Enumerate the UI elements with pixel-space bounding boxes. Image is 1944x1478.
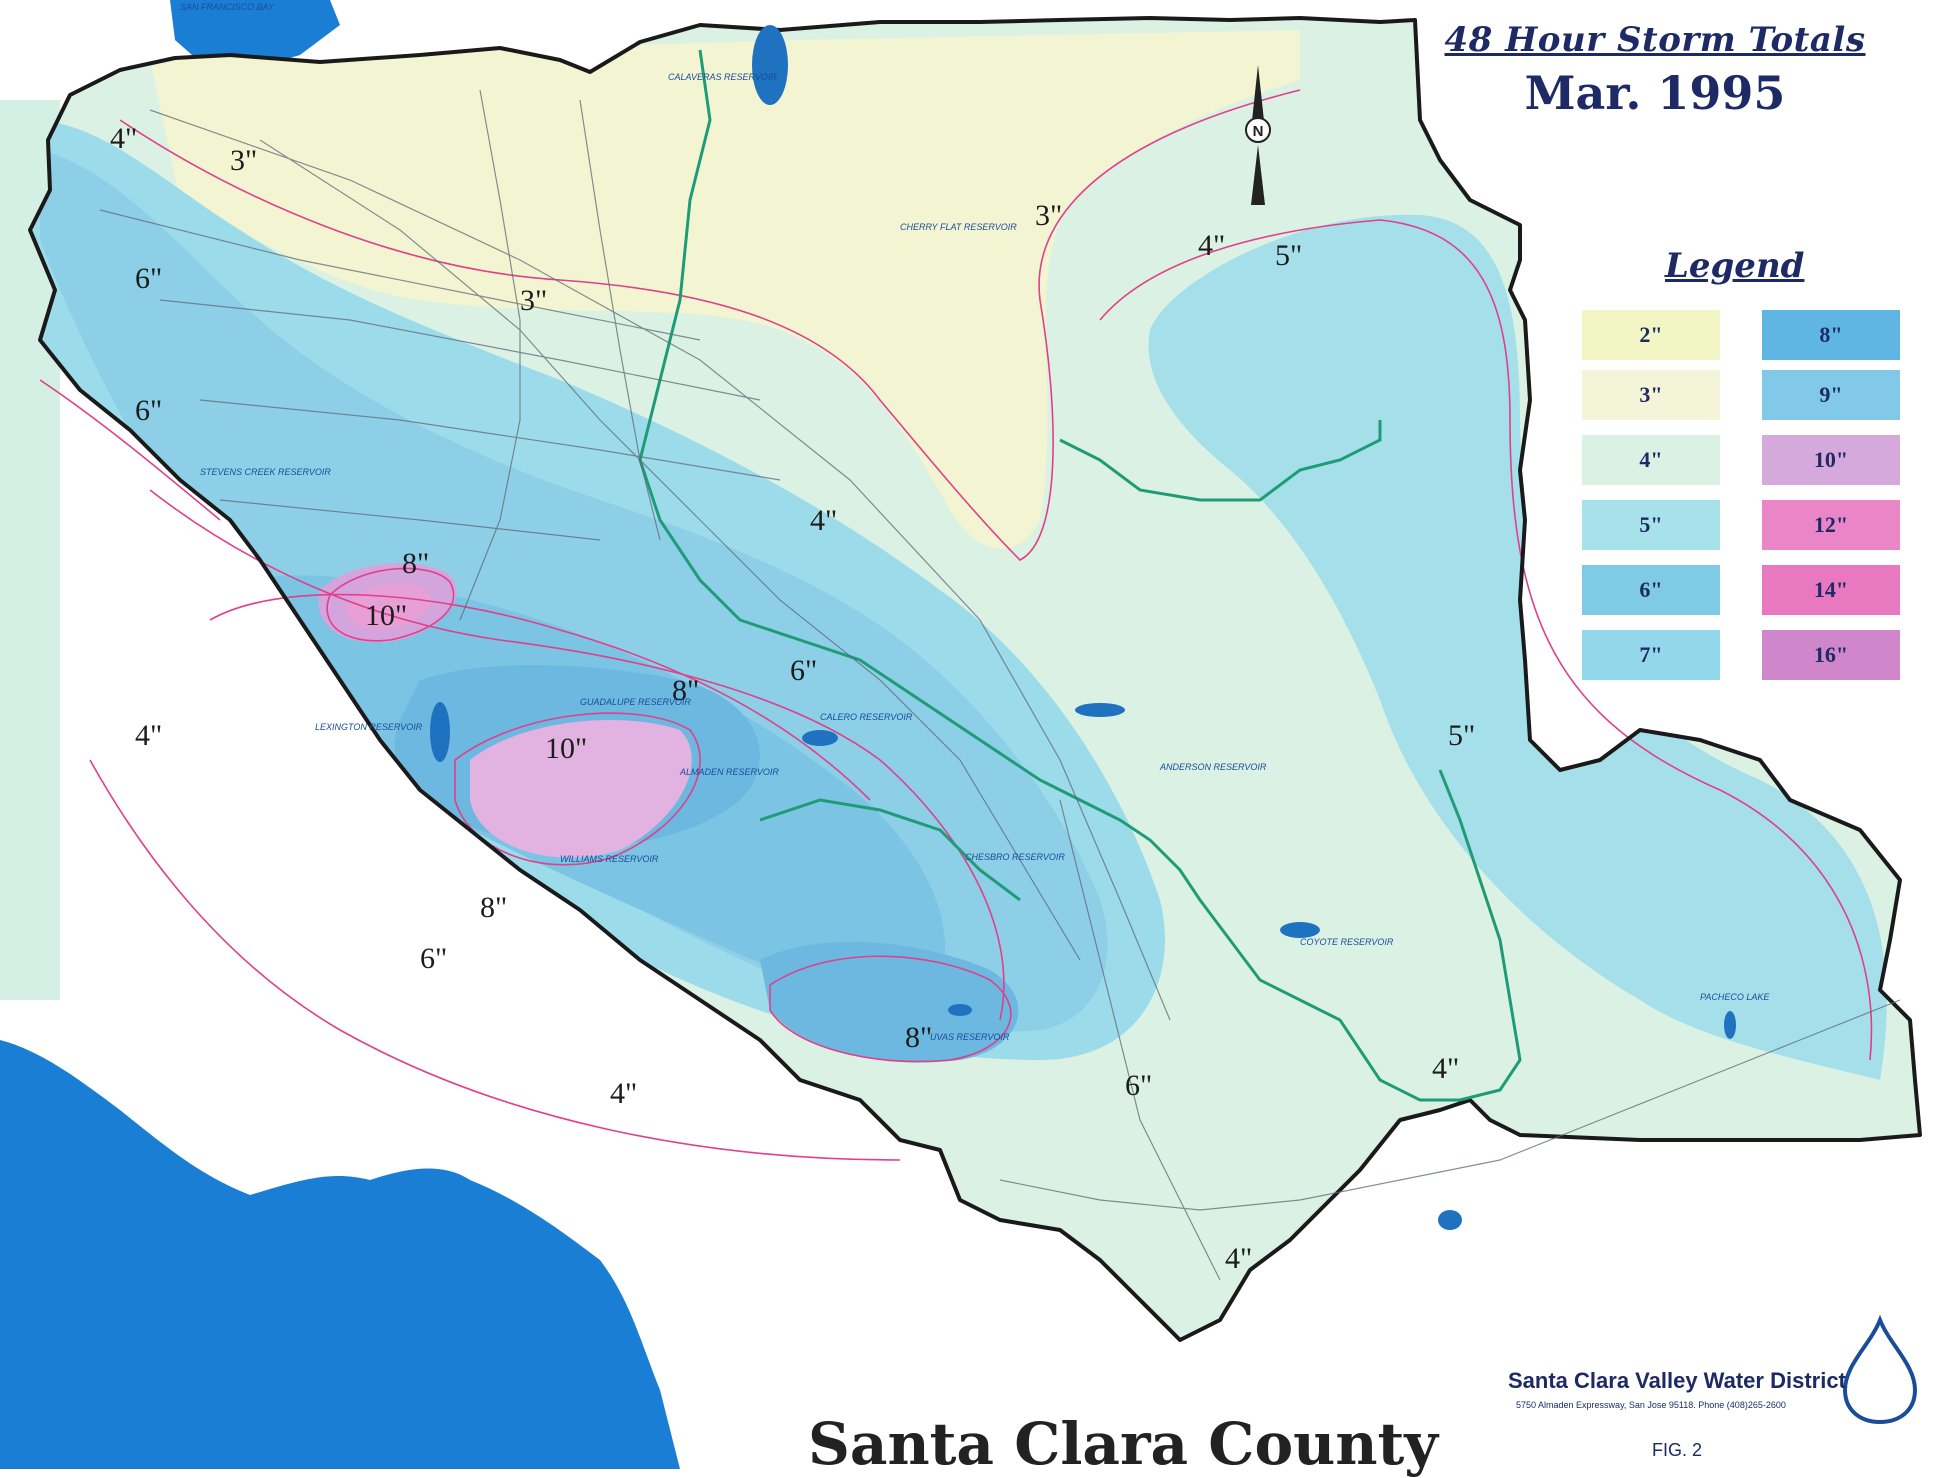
contour-label: 8" <box>402 547 429 580</box>
contour-label: 10" <box>365 599 407 632</box>
legend-swatch-9in: 9" <box>1762 370 1900 420</box>
place-label: COYOTE RESERVOIR <box>1300 937 1394 947</box>
legend-label: 8" <box>1819 322 1843 347</box>
legend-label: 10" <box>1813 447 1849 472</box>
title-line-1: 48 Hour Storm Totals <box>1444 20 1866 60</box>
calaveras-reservoir-shape <box>752 25 788 105</box>
legend-swatch-6in: 6" <box>1582 565 1720 615</box>
legend-label: 14" <box>1813 577 1849 602</box>
place-label: WILLIAMS RESERVOIR <box>560 854 659 864</box>
legend-label: 3" <box>1639 382 1663 407</box>
contour-label: 3" <box>1035 199 1062 232</box>
district-boundary <box>638 49 1522 1102</box>
contour-label: 3" <box>520 284 547 317</box>
place-label: CHERRY FLAT RESERVOIR <box>900 222 1017 232</box>
zone-8in-south <box>760 941 1019 1063</box>
anderson-reservoir-shape <box>1075 703 1125 717</box>
contour-label: 4" <box>1225 1242 1252 1275</box>
contour-label: 3" <box>230 144 257 177</box>
calero-reservoir-shape <box>802 730 838 746</box>
legend-label: 4" <box>1639 447 1663 472</box>
place-label: STEVENS CREEK RESERVOIR <box>200 467 331 477</box>
place-label: ANDERSON RESERVOIR <box>1159 762 1267 772</box>
legend-swatch-14in: 14" <box>1762 565 1900 615</box>
san-felipe-lake-shape <box>1438 1210 1462 1230</box>
place-label: ALMADEN RESERVOIR <box>679 767 779 777</box>
county-label: Santa Clara County <box>808 1410 1438 1478</box>
contour-label: 4" <box>810 504 837 537</box>
legend-title: Legend <box>1665 246 1805 286</box>
legend-label: 9" <box>1819 382 1843 407</box>
contour-label: 6" <box>135 262 162 295</box>
legend-swatch-7in: 7" <box>1582 630 1720 680</box>
contour-label: 4" <box>610 1077 637 1110</box>
contour-label: 5" <box>1275 239 1302 272</box>
road-network <box>99 89 1901 1281</box>
legend-swatch-5in: 5" <box>1582 500 1720 550</box>
pacific-ocean <box>0 1040 680 1469</box>
place-label: GUADALUPE RESERVOIR <box>580 697 691 707</box>
legend-label: 5" <box>1639 512 1663 537</box>
uvas-reservoir-shape <box>948 1004 972 1016</box>
place-label: LEXINGTON RESERVOIR <box>315 722 423 732</box>
contour-label: 6" <box>790 654 817 687</box>
legend-label: 16" <box>1813 642 1849 667</box>
place-label: PACHECO LAKE <box>1700 992 1770 1002</box>
title-line-2: Mar. 1995 <box>1524 66 1786 120</box>
legend-swatch-16in: 16" <box>1762 630 1900 680</box>
north-arrow-label: N <box>1253 123 1264 140</box>
county-border <box>28 16 1922 1342</box>
contour-label: 6" <box>135 394 162 427</box>
contour-label: 5" <box>1448 719 1475 752</box>
legend-label: 2" <box>1639 322 1663 347</box>
zone-10in-mid <box>470 720 692 858</box>
contour-label: 6" <box>1125 1069 1152 1102</box>
contour-label: 4" <box>1432 1052 1459 1085</box>
place-labels: SAN FRANCISCO BAY CALAVERAS RESERVOIR CH… <box>180 2 1770 1042</box>
contour-label: 8" <box>905 1021 932 1054</box>
legend-label: 6" <box>1639 577 1663 602</box>
zone-3in <box>150 30 1300 549</box>
place-label: CHESBRO RESERVOIR <box>965 852 1065 862</box>
district-address: 5750 Almaden Expressway, San Jose 95118.… <box>1516 1400 1786 1410</box>
contour-label: 8" <box>480 891 507 924</box>
legend-label: 12" <box>1813 512 1849 537</box>
legend-swatch-10in: 10" <box>1762 435 1900 485</box>
place-label: CALERO RESERVOIR <box>820 712 913 722</box>
contour-label: 6" <box>420 942 447 975</box>
contour-label: 4" <box>110 122 137 155</box>
contour-label: 4" <box>135 719 162 752</box>
place-label: SAN FRANCISCO BAY <box>180 2 275 12</box>
legend-swatch-3in: 3" <box>1582 370 1720 420</box>
district-name: Santa Clara Valley Water District <box>1508 1368 1846 1393</box>
north-arrow: N <box>1245 65 1271 205</box>
water-drop-icon <box>1842 1314 1918 1425</box>
figure-label: FIG. 2 <box>1652 1440 1703 1460</box>
place-label: CALAVERAS RESERVOIR <box>668 72 777 82</box>
lexington-reservoir-shape <box>430 702 450 762</box>
legend-swatch-2in: 2" <box>1582 310 1720 360</box>
legend-label: 7" <box>1639 642 1663 667</box>
map-title: 48 Hour Storm Totals Mar. 1995 <box>1430 20 1880 120</box>
contour-label: 10" <box>545 732 587 765</box>
contour-value-labels: 4" 3" 6" 3" 3" 4" 5" 6" 4" 8" 10" 6" 8" … <box>110 122 1475 1275</box>
legend-swatch-4in: 4" <box>1582 435 1720 485</box>
zone-5in-east <box>1148 214 1887 1081</box>
legend-swatch-8in: 8" <box>1762 310 1900 360</box>
san-francisco-bay <box>170 0 340 70</box>
legend: 2" 3" 4" 5" 6" 7" 8" 9" 10" 12" 14" 16" <box>1582 310 1902 685</box>
contour-label: 8" <box>672 674 699 707</box>
contour-label: 4" <box>1198 229 1225 262</box>
legend-swatch-12in: 12" <box>1762 500 1900 550</box>
coyote-reservoir-shape <box>1280 922 1320 938</box>
reservoirs <box>430 25 1736 1230</box>
place-label: UVAS RESERVOIR <box>930 1032 1010 1042</box>
pacheco-lake-shape <box>1724 1011 1736 1039</box>
